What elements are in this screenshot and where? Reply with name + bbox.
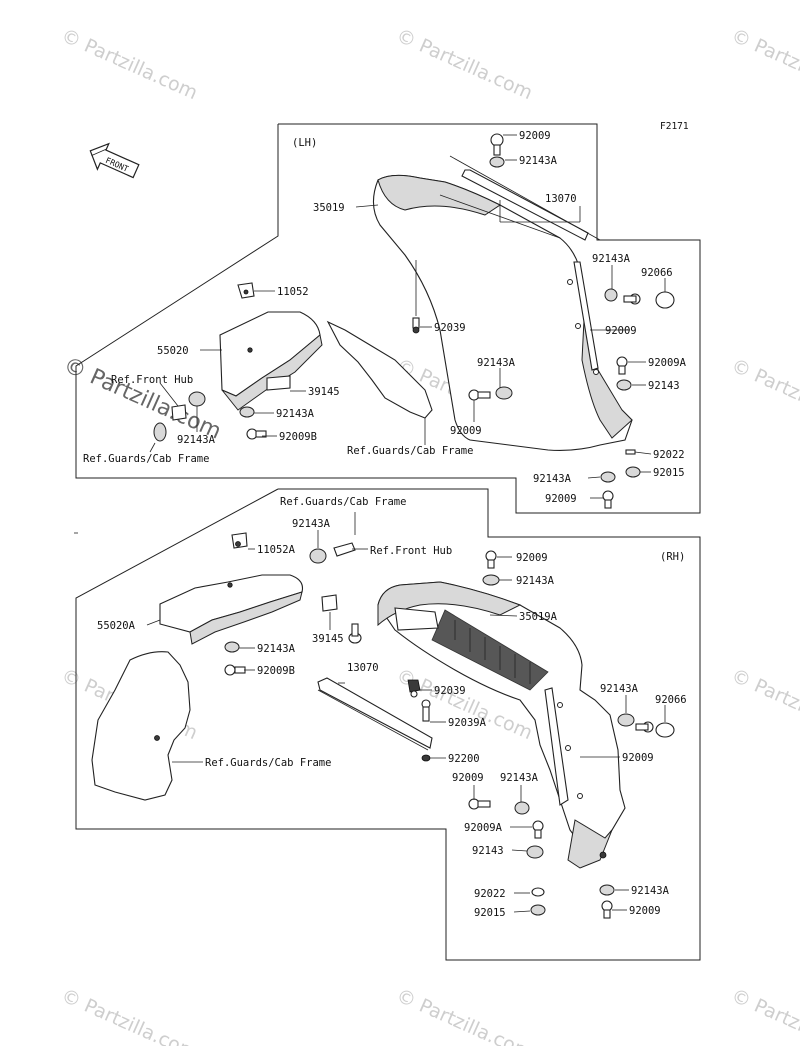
rh-side-label: (RH)	[660, 551, 685, 563]
rh-hardware	[224, 532, 675, 919]
callout-rh-92009B: 92009B	[257, 665, 295, 677]
callout-lh-92143A-r1: 92143A	[592, 253, 631, 265]
callout-lh-92009-top: 92009	[519, 130, 551, 142]
svg-text:© Partzilla.com: © Partzilla.com	[393, 24, 536, 104]
callout-rh-92009-mid: 92009	[452, 772, 484, 784]
front-arrow-icon: FRONT	[89, 142, 140, 179]
rh-frame	[75, 488, 701, 961]
callout-rh-92143A-r: 92143A	[600, 683, 639, 695]
callout-lh-92143A-mid: 92143A	[477, 357, 516, 369]
callout-rh-92009-bot: 92009	[629, 905, 661, 917]
callout-rh-ref-guards-top: Ref.Guards/Cab Frame	[280, 496, 406, 508]
callout-lh-92039: 92039	[434, 322, 466, 334]
lh-inner-panel	[326, 320, 433, 419]
lh-mudguard-55020	[219, 311, 323, 411]
callout-rh-92143A-top: 92143A	[292, 518, 331, 530]
callout-lh-92009-mid: 92009	[450, 425, 482, 437]
rh-side-strip	[544, 687, 569, 806]
callout-lh-ref-guards-left: Ref.Guards/Cab Frame	[83, 453, 209, 465]
callout-rh-ref-front-hub: Ref.Front Hub	[370, 545, 452, 557]
callout-rh-92143A-bot: 92143A	[631, 885, 670, 897]
svg-text:© Partzilla.com: © Partzilla.com	[728, 354, 800, 434]
callout-lh-92143: 92143	[648, 380, 680, 392]
callout-lh-92009-bot: 92009	[545, 493, 577, 505]
callout-rh-92143A-2: 92143A	[516, 575, 555, 587]
callout-lh-92009A: 92009A	[648, 357, 687, 369]
callout-lh-55020: 55020	[157, 345, 189, 357]
callout-rh-92022: 92022	[474, 888, 506, 900]
callout-rh-92143A-mid: 92143A	[500, 772, 539, 784]
svg-text:© Partzilla.com: © Partzilla.com	[58, 984, 201, 1046]
callout-lh-92009-r1: 92009	[605, 325, 637, 337]
lh-leaders	[149, 134, 666, 499]
callout-lh-92143A-left: 92143A	[276, 408, 315, 420]
lh-side-strip	[573, 261, 599, 371]
callout-rh-92039: 92039	[434, 685, 466, 697]
callout-lh-ref-front-hub: Ref.Front Hub	[111, 374, 193, 386]
callout-lh-92143A-top: 92143A	[519, 155, 558, 167]
svg-text:© Partzilla.com: © Partzilla.com	[728, 664, 800, 744]
rh-large-panel	[91, 651, 191, 801]
callout-rh-92039A: 92039A	[448, 717, 487, 729]
lh-strip-13070	[449, 155, 601, 241]
callout-lh-35019: 35019	[313, 202, 345, 214]
callout-rh-55020A: 55020A	[97, 620, 136, 632]
lh-hardware	[153, 133, 675, 509]
figure-code: F2171	[660, 121, 689, 132]
callout-lh-92009B: 92009B	[279, 431, 317, 443]
callout-rh-11052A: 11052A	[257, 544, 296, 556]
rh-leaders	[146, 512, 666, 913]
callout-lh-92066: 92066	[641, 267, 673, 279]
callout-lh-92015: 92015	[653, 467, 685, 479]
callout-rh-35019A: 35019A	[519, 611, 558, 623]
callout-rh-92009A: 92009A	[464, 822, 503, 834]
callout-rh-92143A-left: 92143A	[257, 643, 296, 655]
lh-fender-35019	[372, 174, 633, 451]
callout-lh-92143A-hub: 92143A	[177, 434, 216, 446]
callout-lh-92143A-bot: 92143A	[533, 473, 572, 485]
callout-lh-92022: 92022	[653, 449, 685, 461]
callout-lh-ref-guards-mid: Ref.Guards/Cab Frame	[347, 445, 473, 457]
callout-rh-92200: 92200	[448, 753, 480, 765]
rh-labels: Ref.Guards/Cab Frame 92143A 11052A Ref.F…	[97, 496, 687, 919]
lh-frame	[75, 123, 701, 514]
watermarks: © Partzilla.com © Partzilla.com © Partzi…	[58, 24, 800, 1046]
lh-labels: 92009 92143A 13070 35019 92143A 92066 92…	[83, 130, 687, 505]
callout-rh-92009-r: 92009	[622, 752, 654, 764]
svg-text:© Partzilla.com: © Partzilla.com	[58, 24, 201, 104]
callout-rh-92015: 92015	[474, 907, 506, 919]
rh-mudguard-55020A	[159, 574, 304, 645]
callout-rh-39145: 39145	[312, 633, 344, 645]
svg-text:© Partzilla.com: © Partzilla.com	[728, 984, 800, 1046]
rh-strip-13070	[317, 677, 433, 751]
callout-rh-ref-guards-left: Ref.Guards/Cab Frame	[205, 757, 331, 769]
callout-rh-92009-top: 92009	[516, 552, 548, 564]
callout-rh-13070: 13070	[347, 662, 379, 674]
callout-lh-11052: 11052	[277, 286, 309, 298]
lh-side-label: (LH)	[292, 137, 317, 149]
svg-text:© Partzilla.com: © Partzilla.com	[728, 24, 800, 104]
callout-lh-13070: 13070	[545, 193, 577, 205]
callout-rh-92143: 92143	[472, 845, 504, 857]
svg-text:© Partzilla.com: © Partzilla.com	[393, 984, 536, 1046]
callout-lh-39145: 39145	[308, 386, 340, 398]
callout-rh-92066: 92066	[655, 694, 687, 706]
